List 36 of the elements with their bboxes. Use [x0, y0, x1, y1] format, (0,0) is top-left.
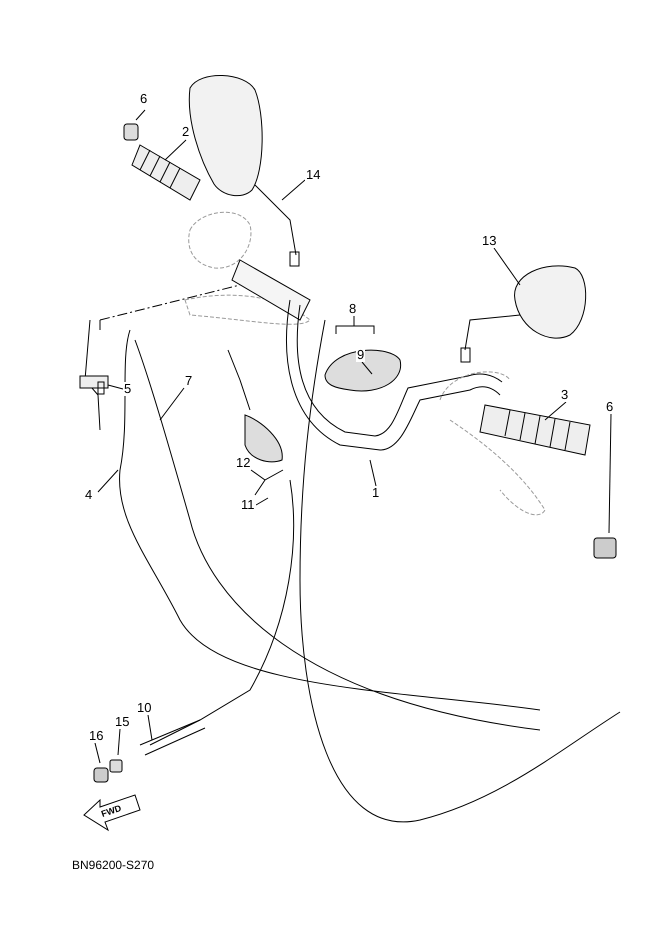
leader-line [94, 742, 100, 764]
callout-number: 13 [481, 234, 498, 248]
callout-number: 4 [84, 488, 94, 502]
leader-line [336, 316, 374, 334]
callout-number: 3 [560, 388, 570, 402]
leader-line [250, 470, 284, 496]
callout-number: 8 [348, 302, 358, 316]
leader-line [256, 498, 268, 506]
part-code: BN96200-S270 [72, 858, 154, 872]
direction-label: FWD [100, 802, 123, 820]
callout-number: 5 [123, 382, 132, 396]
callout-number: 14 [305, 168, 322, 182]
leader-line [282, 180, 306, 200]
leader-line [148, 714, 152, 740]
callout-number: 10 [136, 701, 152, 715]
leader-line [118, 728, 120, 756]
leader-line [164, 140, 186, 160]
leader-line [98, 470, 118, 492]
callout-number: 16 [88, 729, 104, 743]
leader-line [608, 414, 612, 534]
callout-number: 15 [114, 715, 130, 729]
leader-line [136, 110, 146, 120]
callout-number: 6 [139, 92, 148, 106]
callout-number: 7 [184, 374, 194, 388]
leader-line [494, 248, 520, 286]
callout-number: 2 [181, 125, 190, 139]
callout-number: 9 [356, 348, 366, 362]
leader-line [160, 388, 184, 420]
leader-line [362, 362, 372, 374]
callout-number: 6 [605, 400, 614, 414]
leader-line [544, 402, 566, 420]
callout-number: 11 [240, 498, 256, 512]
callout-number: 1 [371, 486, 380, 500]
leader-line [108, 384, 124, 390]
leader-line [370, 460, 376, 486]
callout-number: 12 [235, 456, 252, 470]
